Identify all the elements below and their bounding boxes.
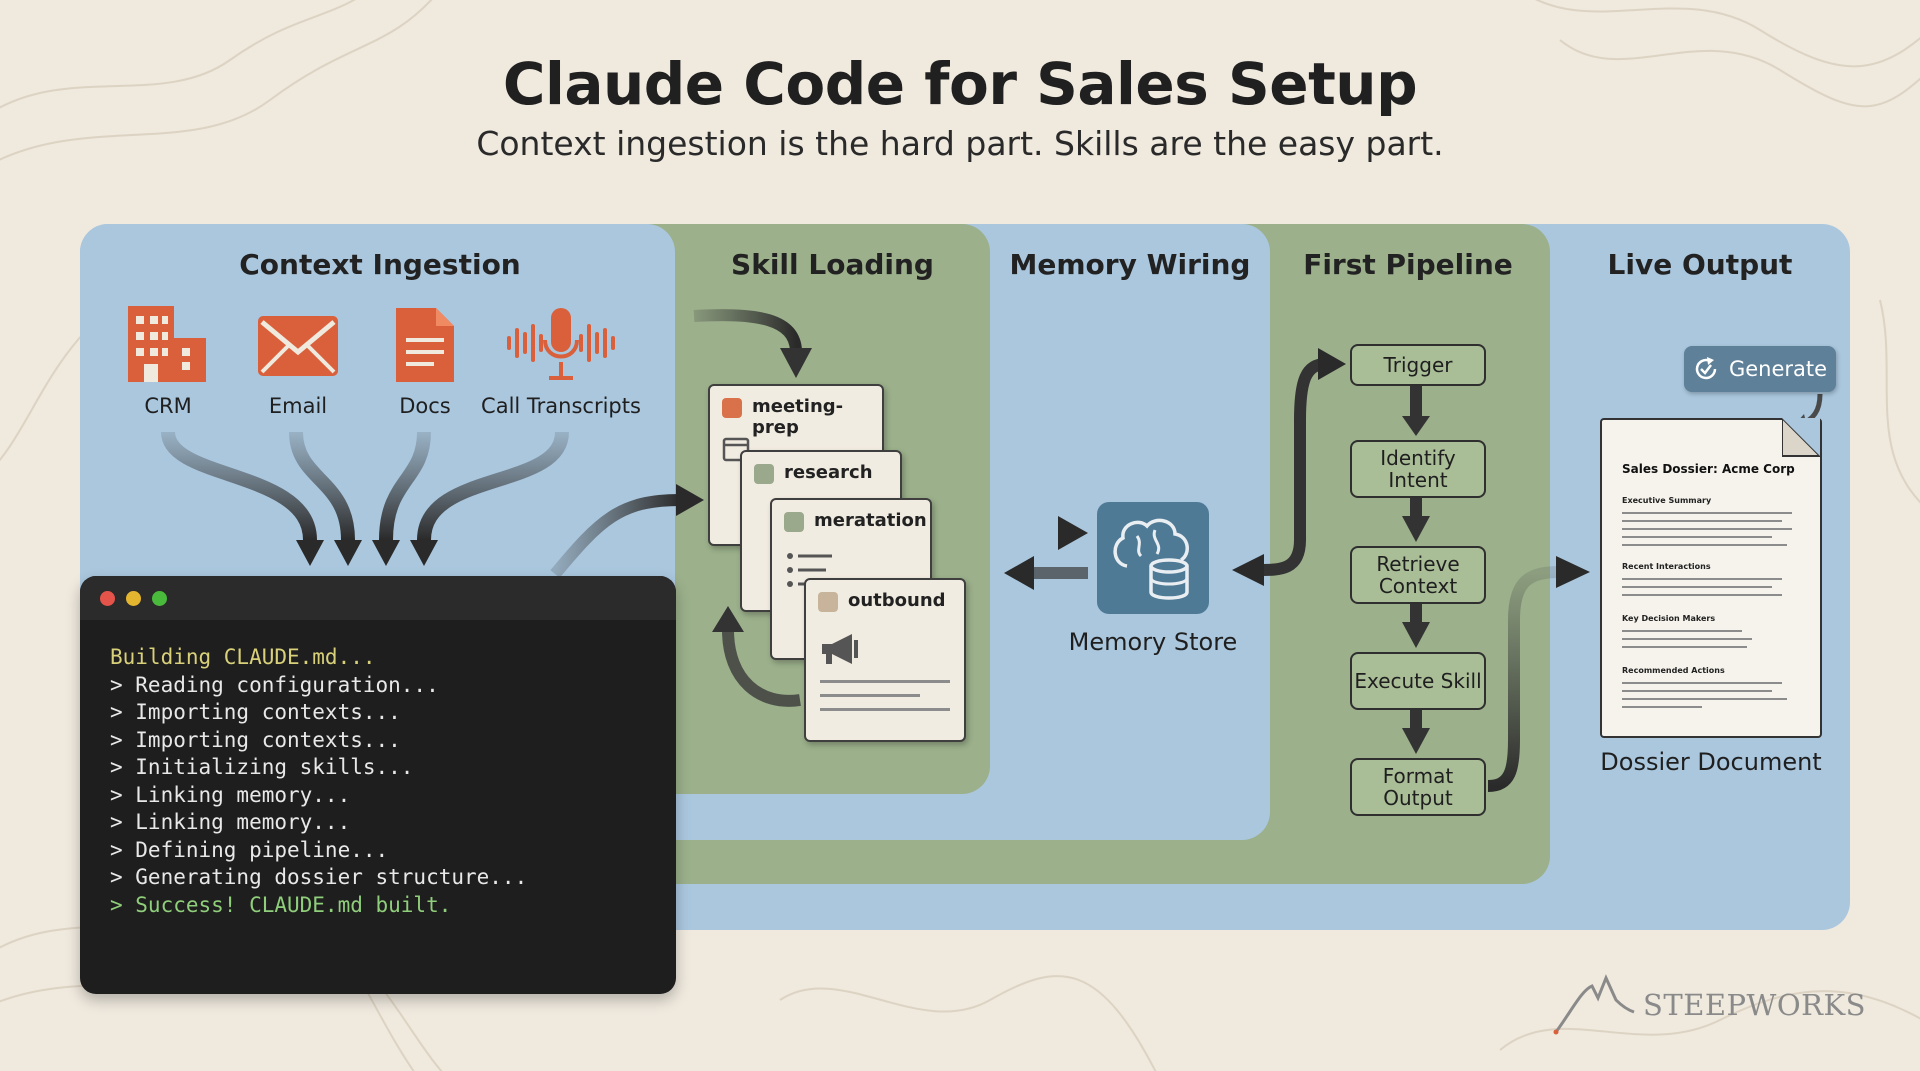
dossier-document-label: Dossier Document (1600, 748, 1822, 776)
card-line (820, 694, 920, 697)
card-line (820, 680, 950, 683)
doc-heading: Executive Summary (1622, 496, 1712, 505)
doc-line (1622, 638, 1752, 640)
doc-line (1622, 586, 1772, 588)
page-title: Claude Code for Sales Setup (502, 50, 1418, 118)
page-subtitle: Context ingestion is the hard part. Skil… (476, 124, 1444, 163)
doc-line (1622, 630, 1742, 632)
doc-title: Sales Dossier: Acme Corp (1622, 462, 1795, 476)
terminal-line: > Initializing skills... (110, 755, 414, 779)
terminal-line: > Importing contexts... (110, 700, 401, 724)
doc-line (1622, 578, 1782, 580)
megaphone-icon (822, 634, 858, 664)
doc-line (1622, 698, 1787, 700)
calendar-icon (722, 437, 750, 462)
pipeline-step-format-output: Format Output (1350, 758, 1486, 816)
doc-line (1622, 690, 1772, 692)
brain-database-icon (1113, 518, 1189, 600)
section-title-context-ingestion: Context Ingestion (239, 248, 521, 281)
page-fold-icon (1782, 418, 1822, 457)
doc-line (1622, 646, 1747, 648)
source-label-email: Email (268, 394, 328, 418)
envelope-icon (258, 316, 338, 376)
skill-label: meratation (814, 510, 927, 531)
doc-line (1622, 544, 1787, 546)
terminal-line-success: > Success! CLAUDE.md built. (110, 892, 452, 917)
memory-store-box (1097, 502, 1209, 614)
terminal-title-bar (80, 576, 676, 620)
mountain-logo-icon (1553, 974, 1635, 1035)
terminal-line: > Importing contexts... (110, 727, 401, 752)
skill-color-square (722, 398, 742, 418)
section-title-first-pipeline: First Pipeline (1303, 248, 1513, 281)
pipeline-step-retrieve-context: Retrieve Context (1350, 546, 1486, 604)
skill-color-square (754, 464, 774, 484)
terminal-line: > Generating dossier structure... (110, 865, 528, 889)
terminal-window: Building CLAUDE.md... > Reading configura… (80, 576, 676, 994)
doc-line (1622, 706, 1702, 708)
source-label-crm: CRM (144, 394, 192, 418)
skill-card-outbound: outbound (804, 578, 966, 742)
document-icon (396, 308, 454, 382)
memory-store-label: Memory Store (1068, 628, 1238, 656)
doc-line (1622, 520, 1782, 522)
refresh-check-icon (1695, 357, 1717, 380)
section-title-memory-wiring: Memory Wiring (1009, 248, 1251, 281)
section-title-skill-loading: Skill Loading (731, 248, 934, 281)
card-line (820, 708, 950, 711)
maximize-dot-icon[interactable] (152, 591, 167, 606)
terminal-output: Building CLAUDE.md... > Reading configura… (110, 644, 527, 919)
skill-color-square (818, 592, 838, 612)
skill-label: research (784, 462, 873, 483)
pipeline-step-execute-skill: Execute Skill (1350, 652, 1486, 710)
source-label-call-transcripts: Call Transcripts (481, 394, 641, 418)
dossier-document: Sales Dossier: Acme Corp Executive Summa… (1600, 418, 1822, 738)
doc-line (1622, 512, 1792, 514)
doc-heading: Recent Interactions (1622, 562, 1711, 571)
skill-color-square (784, 512, 804, 532)
doc-heading: Recommended Actions (1622, 666, 1725, 675)
minimize-dot-icon[interactable] (126, 591, 141, 606)
generate-button-label: Generate (1728, 357, 1828, 381)
pipeline-step-identify-intent: Identify Intent (1350, 440, 1486, 498)
terminal-line: Building CLAUDE.md... (110, 645, 376, 669)
terminal-line: > Linking memory... (110, 782, 351, 807)
doc-line (1622, 594, 1782, 596)
doc-heading: Key Decision Makers (1622, 614, 1716, 623)
terminal-line: > Reading configuration... (110, 672, 439, 697)
generate-button[interactable]: Generate (1684, 346, 1836, 392)
pipeline-step-trigger: Trigger (1350, 344, 1486, 386)
building-icon (128, 306, 206, 382)
terminal-line: > Linking memory... (110, 810, 351, 834)
brand-name: STEEPWORKS (1643, 988, 1867, 1022)
section-title-live-output: Live Output (1607, 248, 1793, 281)
doc-line (1622, 528, 1792, 530)
skill-label: outbound (848, 590, 946, 611)
doc-line (1622, 536, 1772, 538)
close-dot-icon[interactable] (100, 591, 115, 606)
skill-label: meeting-prep (752, 396, 844, 438)
source-label-docs: Docs (399, 394, 451, 418)
microphone-icon (507, 308, 615, 380)
terminal-line: > Defining pipeline... (110, 837, 389, 862)
doc-line (1622, 682, 1782, 684)
